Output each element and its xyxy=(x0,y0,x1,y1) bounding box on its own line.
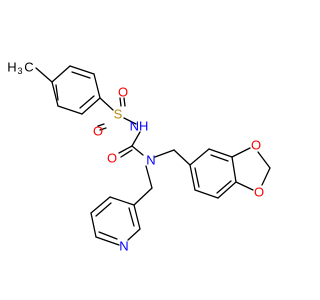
benzyl-linker xyxy=(154,149,191,166)
urea-bonds xyxy=(118,131,144,158)
methyl-subscript: 3 xyxy=(17,66,22,76)
pyridylmethyl-linker xyxy=(133,165,153,206)
sulfonyl-oxygen-bottom: O xyxy=(93,124,103,139)
dioxole-oxygen-top: O xyxy=(251,138,261,153)
sulfonyl-oxygen-top: O xyxy=(118,85,128,100)
pyridine-ring xyxy=(90,196,141,246)
dioxole-ring xyxy=(231,147,271,191)
carbonyl-oxygen: O xyxy=(107,151,117,166)
methyl-label: H 3 C xyxy=(7,60,33,77)
pyridine-nitrogen: N xyxy=(119,239,128,254)
methyl-c: C xyxy=(24,60,33,75)
dioxole-oxygen-bottom: O xyxy=(254,185,264,200)
toluene-ring xyxy=(35,65,101,115)
sulfur-atom: S xyxy=(114,107,123,122)
sulfonyl-bonds xyxy=(97,97,137,131)
aryl-sulfur-bond xyxy=(99,97,114,111)
molecule-canvas: H 3 C S O O NH O N O O N xyxy=(7,59,271,254)
molecule-structure: H 3 C S O O NH O N O O N xyxy=(7,60,271,254)
benzodioxole-ring xyxy=(189,148,237,199)
methyl-h: H xyxy=(7,60,16,75)
amide-nitrogen: N xyxy=(146,153,155,168)
nh-group: NH xyxy=(130,119,149,134)
